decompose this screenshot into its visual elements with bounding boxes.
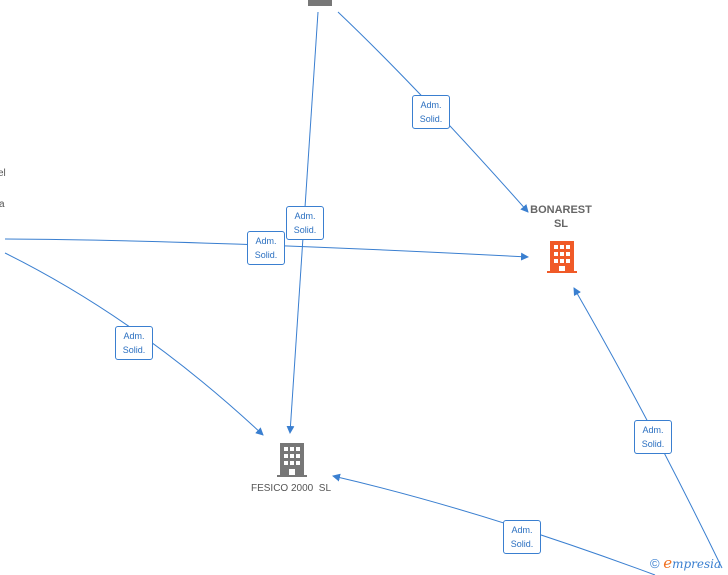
edge-label-top-fesico[interactable]: Adm.Solid. — [286, 206, 324, 240]
copyright-icon: © — [650, 556, 660, 571]
fesico-building-icon[interactable] — [277, 443, 307, 477]
fesico-node-label[interactable]: FESICO 2000 SL — [250, 483, 332, 494]
edge-label-bottomright-bonarest[interactable]: Adm.Solid. — [634, 420, 672, 454]
cut-text-fragment-2: a — [0, 199, 5, 210]
empresia-brand: © empresia — [650, 554, 721, 572]
edge-label-bottomright-fesico[interactable]: Adm.Solid. — [503, 520, 541, 554]
brand-e: e — [663, 554, 673, 572]
top-building-icon — [308, 0, 332, 6]
brand-rest: mpresia — [672, 557, 722, 571]
cut-text-fragment-1: el — [0, 168, 6, 179]
edge-bottomright-to-fesico — [332, 473, 656, 575]
edge-label-top-bonarest[interactable]: Adm.Solid. — [412, 95, 450, 129]
bonarest-node-label[interactable]: BONAREST SL — [530, 204, 592, 230]
bonarest-building-icon[interactable] — [547, 241, 577, 273]
edge-label-left-bonarest[interactable]: Adm.Solid. — [247, 231, 285, 265]
edge-left-to-bonarest — [4, 238, 529, 261]
edge-label-left-fesico[interactable]: Adm.Solid. — [115, 326, 153, 360]
